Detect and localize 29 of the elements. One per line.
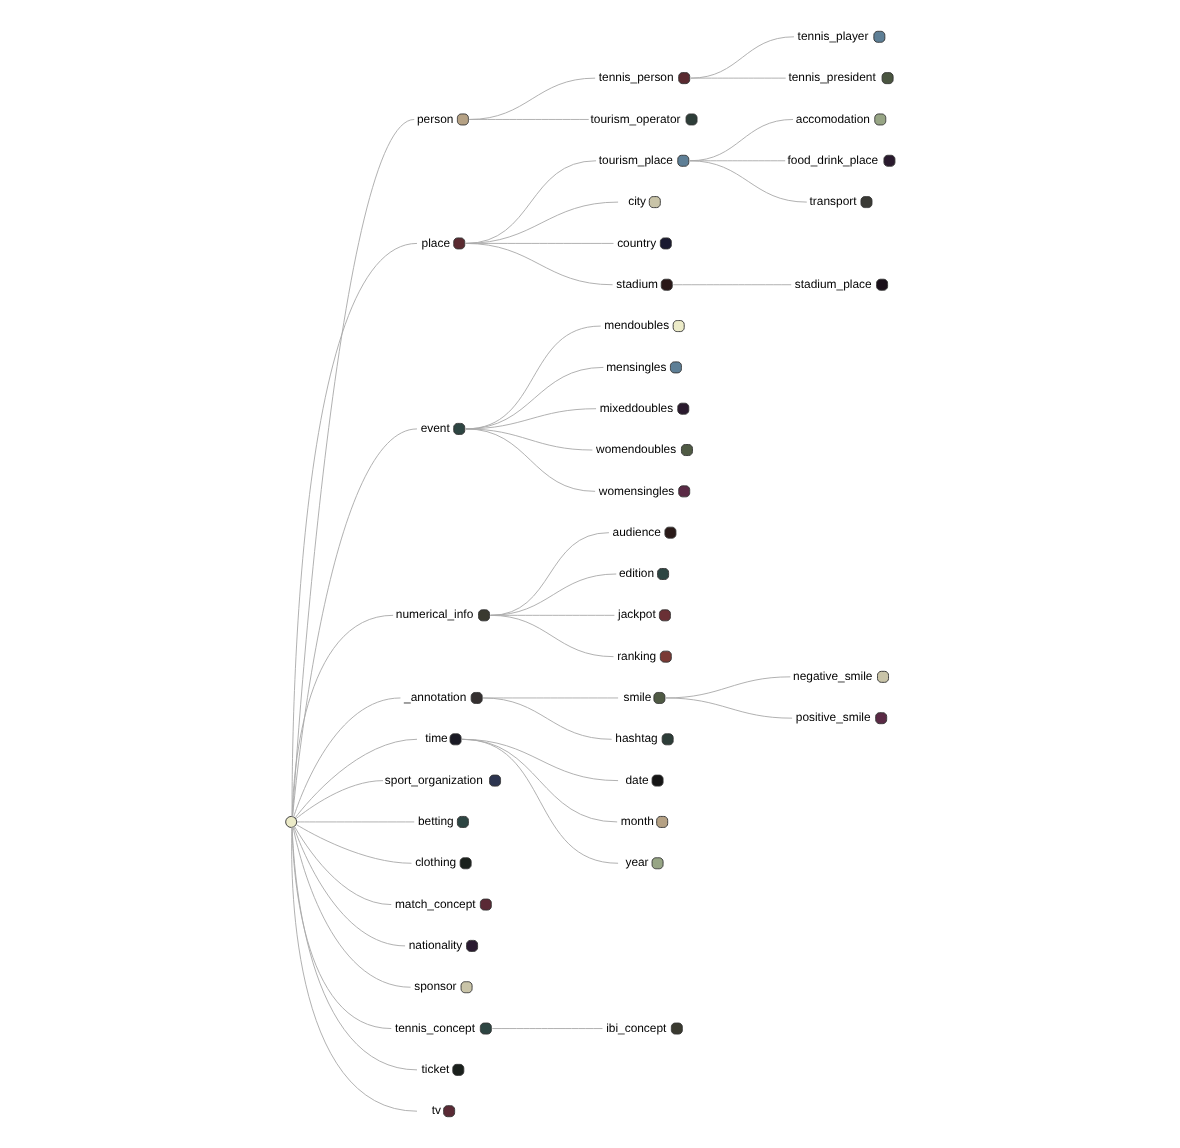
node-circle xyxy=(284,815,297,828)
connector xyxy=(293,738,417,819)
connector xyxy=(464,428,592,451)
connector xyxy=(290,242,417,817)
connector xyxy=(291,428,417,817)
connector xyxy=(294,780,383,820)
connector xyxy=(664,697,792,719)
connector xyxy=(467,77,595,120)
connector xyxy=(290,614,393,817)
connector xyxy=(489,573,616,616)
connector xyxy=(481,697,612,740)
connector xyxy=(689,77,786,79)
connector xyxy=(291,119,414,817)
connector xyxy=(292,826,405,947)
connector xyxy=(688,160,807,203)
connector xyxy=(292,697,400,818)
connector xyxy=(460,738,618,864)
connector xyxy=(295,821,414,823)
connector xyxy=(467,119,589,120)
connector xyxy=(490,1028,602,1029)
connector xyxy=(464,242,613,286)
connector xyxy=(293,825,391,906)
connector xyxy=(290,827,391,1029)
connector xyxy=(291,827,410,988)
connector xyxy=(689,36,794,79)
connector xyxy=(671,284,791,286)
connector xyxy=(489,614,613,658)
connector xyxy=(295,824,411,864)
connector xyxy=(464,428,595,492)
